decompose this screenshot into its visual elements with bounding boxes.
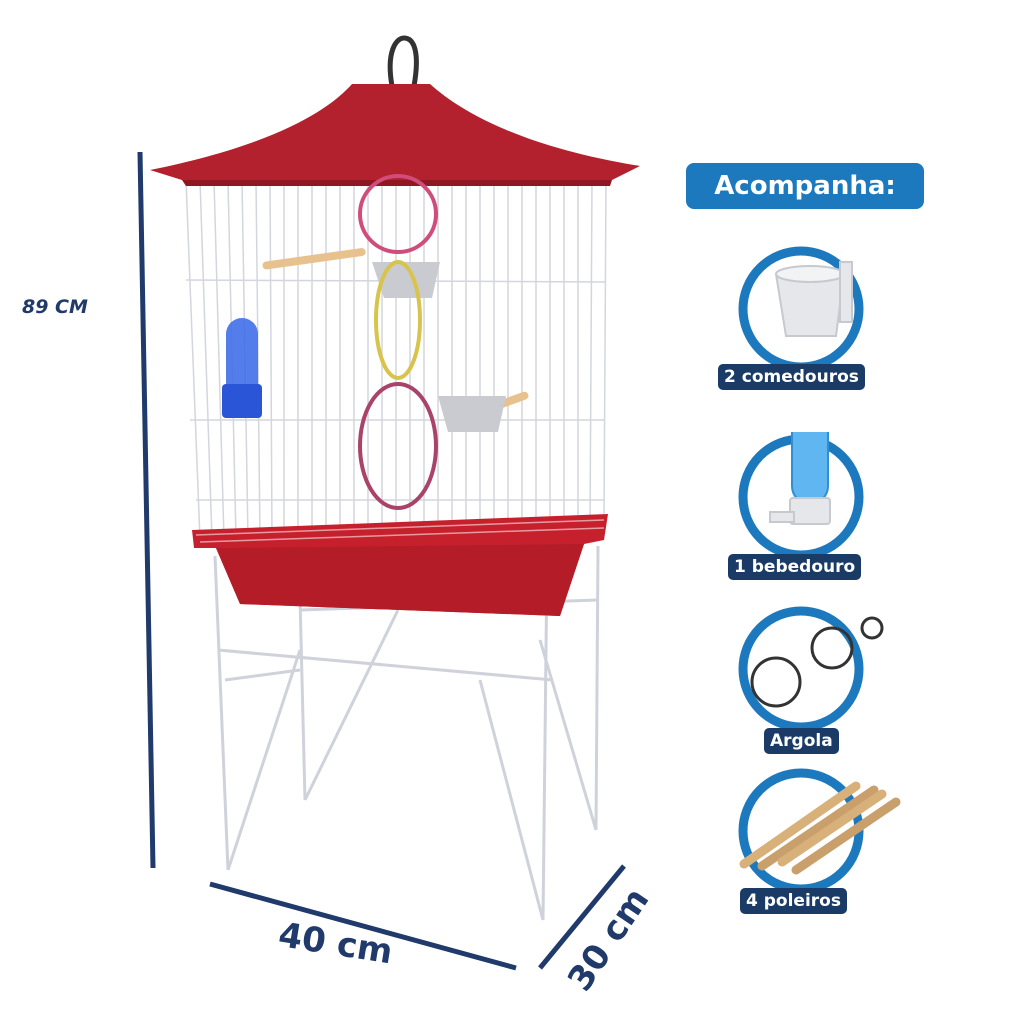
ring-icon xyxy=(738,606,884,732)
perch-icon xyxy=(738,768,901,894)
perch-top xyxy=(262,248,366,270)
width-dimension-line xyxy=(209,881,517,971)
accessory-item-water-bottle: 1 bebedouro xyxy=(718,432,898,582)
ring-middle xyxy=(374,260,422,380)
hanging-hook xyxy=(387,35,419,87)
water-bottle-icon xyxy=(738,432,864,560)
height-dimension-line xyxy=(137,151,156,869)
ring-bottom xyxy=(358,382,438,510)
cage-roof xyxy=(150,84,640,180)
accessory-label-ring: Argola xyxy=(764,728,839,754)
feeder-cup-bottom xyxy=(438,396,506,432)
accessory-label-perches: 4 poleiros xyxy=(740,888,847,914)
height-dimension-label: 89 CM xyxy=(22,296,88,318)
ring-top xyxy=(358,174,438,254)
accessory-item-perches: 4 poleiros xyxy=(718,766,901,916)
accessory-label-water-bottle: 1 bebedouro xyxy=(728,554,862,580)
accessory-label-feeders: 2 comedouros xyxy=(718,364,865,390)
accessories-title: Acompanha: xyxy=(686,163,924,209)
feeder-cup-top xyxy=(372,262,440,298)
cage-stand xyxy=(213,545,600,921)
accessory-item-ring: Argola xyxy=(718,604,898,754)
depth-dimension-line xyxy=(538,864,626,970)
feeder-cup-icon xyxy=(738,246,864,372)
accessory-item-feeders: 2 comedouros xyxy=(718,244,898,394)
